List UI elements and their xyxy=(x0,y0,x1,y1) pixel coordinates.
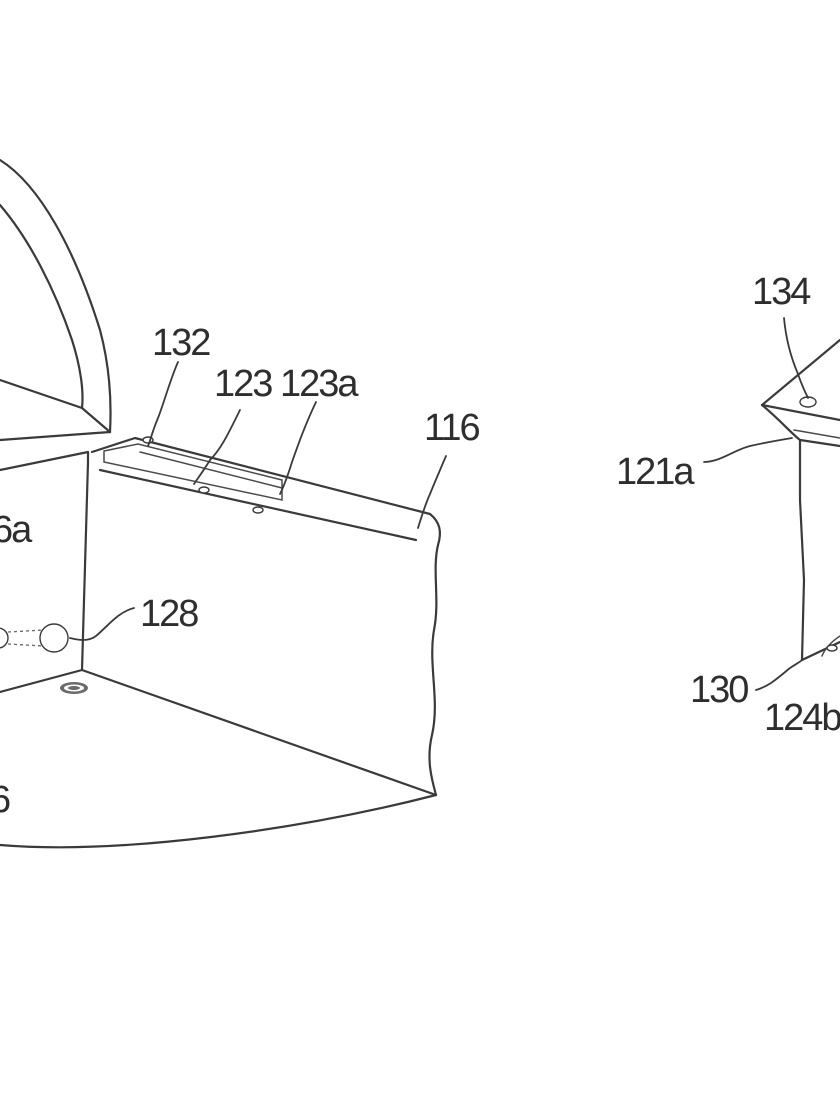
lid-bottom-edge xyxy=(0,380,110,432)
label-123a: 123a xyxy=(280,363,359,405)
bottom-front-edge xyxy=(82,670,436,795)
leader-123 xyxy=(194,410,240,484)
leader-121a xyxy=(704,438,792,462)
module-connector-pin xyxy=(827,645,837,651)
label-6a: 6a xyxy=(0,509,33,551)
vent-grille xyxy=(60,682,88,694)
left-face-edge xyxy=(0,452,88,470)
label-130: 130 xyxy=(690,669,748,711)
label-132: 132 xyxy=(152,322,210,364)
port-projection-line xyxy=(8,630,44,632)
label-123: 123 xyxy=(214,363,272,405)
top-front-edge xyxy=(100,470,416,540)
port-projection-line-2 xyxy=(8,644,44,646)
label-116: 116 xyxy=(424,407,479,449)
top-rear-edge xyxy=(92,438,430,514)
lid-hinge-edge xyxy=(0,432,110,440)
base-plate-curve xyxy=(0,795,436,847)
hinge-screw-2 xyxy=(199,487,209,493)
port-circle-partial xyxy=(0,628,8,648)
leader-132 xyxy=(148,362,178,446)
label-121a: 121a xyxy=(616,451,695,493)
port-circle xyxy=(40,624,68,652)
label-6: 6 xyxy=(0,779,10,821)
label-134: 134 xyxy=(752,271,811,313)
lid-inner-edge xyxy=(0,205,83,408)
module-left-edge xyxy=(800,440,804,660)
module-inner-fold xyxy=(794,430,840,438)
label-124b: 124b xyxy=(764,697,840,739)
base-housing xyxy=(0,160,440,847)
hinge-screw-3 xyxy=(253,507,263,513)
right-panel-break-edge xyxy=(429,545,438,795)
label-128: 128 xyxy=(140,593,198,635)
module-housing xyxy=(762,340,840,660)
leader-130 xyxy=(756,660,802,690)
leader-134 xyxy=(784,318,808,398)
leader-128 xyxy=(70,608,134,640)
front-corner-edge xyxy=(82,452,88,670)
right-top-corner xyxy=(430,514,440,545)
